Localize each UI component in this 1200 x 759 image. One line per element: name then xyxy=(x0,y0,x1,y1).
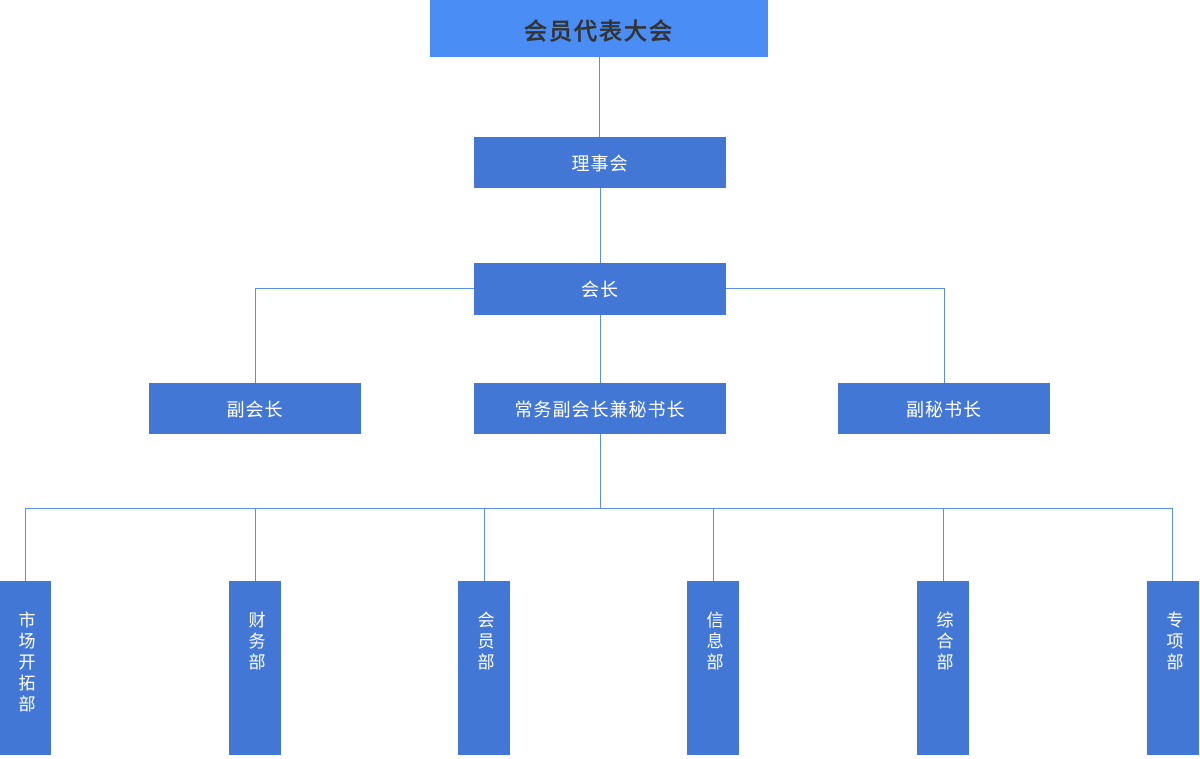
node-president: 会长 xyxy=(474,263,726,315)
connector-congress-to-council xyxy=(599,57,600,137)
node-dept-special-projects-label: 专项部 xyxy=(1163,611,1183,674)
node-president-label: 会长 xyxy=(581,280,619,300)
node-dept-general: 综合部 xyxy=(917,581,969,755)
connector-department-bus xyxy=(25,508,1173,509)
connector-council-to-president xyxy=(600,188,601,263)
node-member-congress-label: 会员代表大会 xyxy=(524,17,674,44)
connector-to-dept-finance xyxy=(255,508,256,581)
node-dept-membership-label: 会员部 xyxy=(474,611,494,674)
node-deputy-secretary-general: 副秘书长 xyxy=(838,383,1050,434)
node-dept-special-projects: 专项部 xyxy=(1147,581,1199,755)
node-dept-information-label: 信息部 xyxy=(703,611,723,674)
node-dept-general-label: 综合部 xyxy=(933,611,953,674)
connector-to-dept-membership xyxy=(484,508,485,581)
node-dept-finance: 财务部 xyxy=(229,581,281,755)
node-member-congress: 会员代表大会 xyxy=(430,0,768,57)
node-dept-finance-label: 财务部 xyxy=(245,611,265,674)
connector-to-dept-information xyxy=(713,508,714,581)
connector-to-dept-market xyxy=(25,508,26,581)
connector-president-to-executive xyxy=(600,315,601,383)
node-executive-vp-secretary-general-label: 常务副会长兼秘书长 xyxy=(514,399,686,420)
node-dept-market-development: 市场开拓部 xyxy=(0,581,51,755)
node-council-label: 理事会 xyxy=(571,153,629,174)
node-council: 理事会 xyxy=(474,137,726,188)
node-deputy-secretary-general-label: 副秘书长 xyxy=(906,399,982,420)
node-dept-membership: 会员部 xyxy=(458,581,510,755)
connector-to-deputy-sg xyxy=(944,288,945,383)
connector-to-dept-special xyxy=(1172,508,1173,581)
connector-president-right-arm xyxy=(726,288,944,289)
node-vice-president-label: 副会长 xyxy=(226,399,284,420)
connector-to-vice-president xyxy=(255,288,256,383)
connector-to-dept-general xyxy=(943,508,944,581)
node-vice-president: 副会长 xyxy=(149,383,361,434)
node-dept-information: 信息部 xyxy=(687,581,739,755)
node-executive-vp-secretary-general: 常务副会长兼秘书长 xyxy=(474,383,726,434)
connector-executive-to-bus xyxy=(600,434,601,508)
node-dept-market-development-label: 市场开拓部 xyxy=(15,611,35,716)
connector-president-left-arm xyxy=(255,288,474,289)
